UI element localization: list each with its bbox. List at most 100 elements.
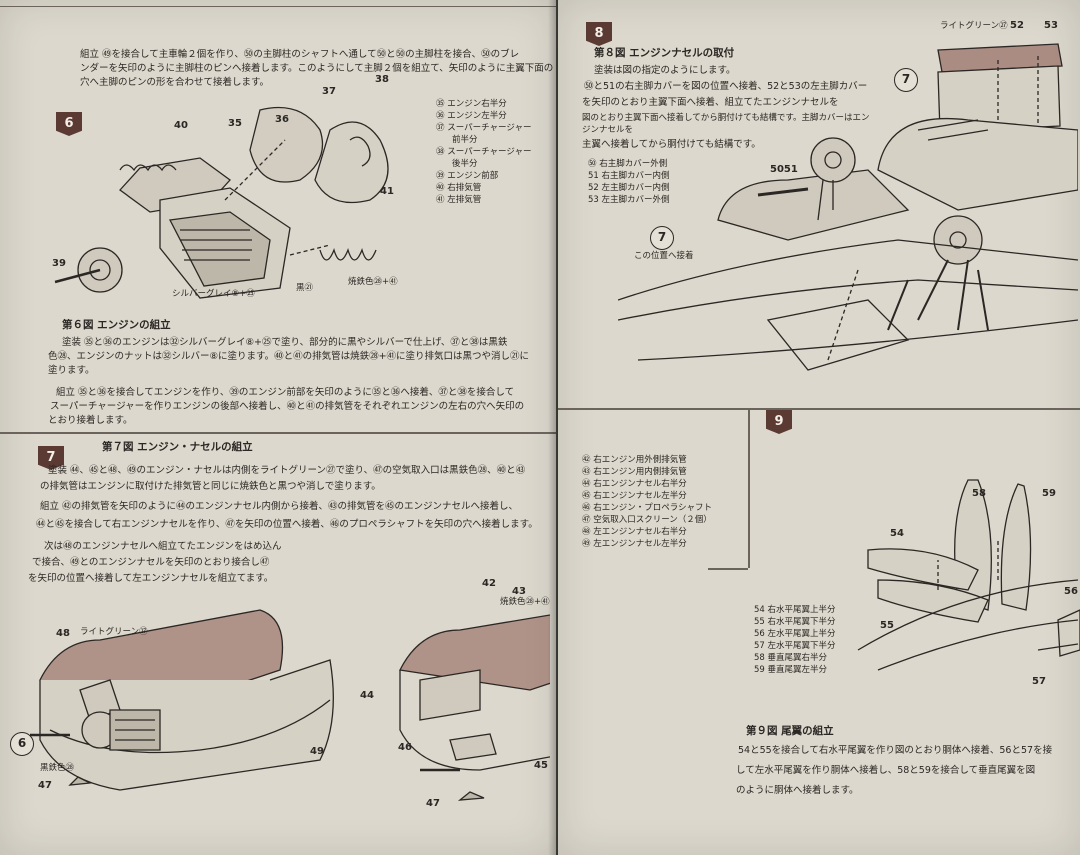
black-label: 黒㉑ xyxy=(296,283,314,293)
parts-list-item: ㊼ 空気取入口スクリーン（２個） xyxy=(582,515,712,525)
part-37-label: 37 xyxy=(322,86,336,97)
step7-badge: 7 xyxy=(38,446,64,470)
callout-6: 6 xyxy=(10,732,34,756)
step6-parts-list: ㉟ エンジン右半分 ㊱ エンジン左半分 ㊲ スーパーチャージャー 前半分 ㊳ ス… xyxy=(436,98,531,206)
step6-badge: 6 xyxy=(56,112,82,136)
step5-text-line2: ンダーを矢印のように主脚柱のピンへ接着します。このようにして主脚２個を組立て、矢… xyxy=(80,63,554,74)
parts-list-item: 前半分 xyxy=(452,135,478,145)
part-46-label: 46 xyxy=(398,742,412,753)
section-divider xyxy=(558,408,1080,410)
iron-color-label: 焼鉄色㉘+㊶ xyxy=(348,277,398,287)
parts-list-item: 55 右水平尾翼下半分 xyxy=(754,617,836,627)
box-divider xyxy=(748,408,750,568)
step6-text-line: 塗装 ㉟と㊱のエンジンは㉜シルバーグレイ⑧+㉕で塗り、部分的に黒やシルバーで仕上… xyxy=(62,337,508,348)
step8-text-line: 主翼へ接着してから胴付けても結構です。 xyxy=(582,139,761,150)
part-53-label: 53 xyxy=(1044,20,1058,31)
step6-text-line: 塗ります。 xyxy=(48,365,95,376)
parts-list-item: ㊵ 右排気管 xyxy=(436,183,482,193)
parts-list-item: ㊸ 右エンジン用内側排気管 xyxy=(582,467,687,477)
step6-text-line: スーパーチャージャーを作りエンジンの後部へ接着し、㊵と㊶の排気管をそれぞれエンジ… xyxy=(50,401,525,412)
part-54-label: 54 xyxy=(890,528,904,539)
step9-text-line: のように胴体へ接着します。 xyxy=(736,785,859,796)
step9-badge: 9 xyxy=(766,410,792,434)
parts-list-item: 後半分 xyxy=(452,159,478,169)
light-green-label: ライトグリーン㉗ xyxy=(80,627,148,637)
part-56-label: 56 xyxy=(1064,586,1078,597)
step7-text-line: 次は㊽のエンジンナセルへ組立てたエンジンをはめ込ん xyxy=(44,541,282,552)
tail-assembly-diagram xyxy=(857,479,1080,671)
parts-list-item: ㊽ 左エンジンナセル右半分 xyxy=(582,527,687,537)
step9-parts-list: 54 右水平尾翼上半分 55 右水平尾翼下半分 56 左水平尾翼上半分 57 左… xyxy=(754,604,836,676)
engine-assembly-diagram xyxy=(54,106,389,299)
part-44-label: 44 xyxy=(360,690,374,701)
parts-list-item: ㉟ エンジン右半分 xyxy=(436,99,507,109)
callout-7: 7 xyxy=(650,226,674,250)
part-58-label: 58 xyxy=(972,488,986,499)
step6-text-line: とおり接着します。 xyxy=(48,415,133,426)
step9-text-line: 54と55を接合して右水平尾翼を作り図のとおり胴体へ接着、56と57を接 xyxy=(738,745,1053,756)
parts-list-item: 52 左主脚カバー内側 xyxy=(588,183,670,193)
step7-title: 第７図 エンジン・ナセルの組立 xyxy=(102,441,253,453)
part-35-label: 35 xyxy=(228,118,242,129)
light-green-label-2: ライトグリーン㉗ xyxy=(940,21,1008,31)
part-47-label: 47 xyxy=(426,798,440,809)
parts-list-item: ㊷ 右エンジン用外側排気管 xyxy=(582,455,687,465)
parts-list-item: 59 垂直尾翼左半分 xyxy=(754,665,828,675)
part-57-label: 57 xyxy=(1032,676,1046,687)
step7-text-line: 組立 ㊷の排気管を矢印のように㊹のエンジンナセル内側から接着、㊸の排気管を㊺のエ… xyxy=(40,501,519,512)
position-note: この位置へ接着 xyxy=(634,251,694,261)
parts-list-item: ㊶ 左排気管 xyxy=(436,195,482,205)
parts-list-item: ㊲ スーパーチャージャー xyxy=(436,123,532,133)
parts-list-item: 53 左主脚カバー外側 xyxy=(588,195,670,205)
part-50-51-label: 5051 xyxy=(770,164,798,175)
section-divider xyxy=(0,432,556,434)
nacelle-attach-diagram xyxy=(618,43,1078,371)
black-iron-label: 黒鉄色㉘ xyxy=(40,763,75,773)
parts-list-item: 51 右主脚カバー内側 xyxy=(588,171,670,181)
step8-text-line: を矢印のとおり主翼下面へ接着、組立てたエンジンナセルを xyxy=(582,97,839,108)
step8-text-line: 塗装は図の指定のようにします。 xyxy=(594,65,736,76)
part-42-label: 42 xyxy=(482,578,496,589)
step8-parts-list: ㊿ 右主脚カバー外側 51 右主脚カバー内側 52 左主脚カバー内側 53 左主… xyxy=(588,158,670,206)
step9-title: 第９図 尾翼の組立 xyxy=(746,725,834,737)
step5-text-line1: 組立 ㊾を接合して主車輪２個を作り、㊿の主脚柱のシャフトへ通して㊿と㊿の主脚柱を… xyxy=(80,49,520,60)
part-36-label: 36 xyxy=(275,114,289,125)
step8-badge: 8 xyxy=(586,22,612,46)
step7-text-line: 塗装 ㊹、㊺と㊽、㊾のエンジン・ナセルは内側をライトグリーン㉗で塗り、㊼の空気取… xyxy=(48,465,526,476)
step7-text-line: で接合、㊾とのエンジンナセルを矢印のとおり接合し㊼ xyxy=(32,557,270,568)
part-52-label: 52 xyxy=(1010,20,1024,31)
step9-text-line: して左水平尾翼を作り胴体へ接着し、58と59を接合して垂直尾翼を図 xyxy=(736,765,1036,776)
parts-list-item: ㊾ 左エンジンナセル左半分 xyxy=(582,539,687,549)
step7-text-line: の排気管はエンジンに取付けた排気管と同じに焼鉄色と黒つや消しで塗ります。 xyxy=(40,481,381,492)
part-59-label: 59 xyxy=(1042,488,1056,499)
parts-list-item: 54 右水平尾翼上半分 xyxy=(754,605,836,615)
part-45-label: 45 xyxy=(534,760,548,771)
part-48-label: 48 xyxy=(56,628,70,639)
part-43-label: 43 xyxy=(512,586,526,597)
step5-text-line3: 穴へ主脚のピンの形を合わせて接着します。 xyxy=(80,77,270,88)
parts-list-item: ㊳ スーパーチャージャー xyxy=(436,147,532,157)
step7-parts-list: ㊷ 右エンジン用外側排気管 ㊸ 右エンジン用内側排気管 ㊹ 右エンジンナセル右半… xyxy=(582,454,712,550)
parts-list-item: 58 垂直尾翼右半分 xyxy=(754,653,828,663)
parts-list-item: ㊴ エンジン前部 xyxy=(436,171,499,181)
part-47-label: 47 xyxy=(38,780,52,791)
step8-text-line: 図のとおり主翼下面へ接着してから胴付けても結構です。主脚カバーはエンジンナセルを xyxy=(582,113,870,135)
part-39-label: 39 xyxy=(52,258,66,269)
parts-list-item: 57 左水平尾翼下半分 xyxy=(754,641,836,651)
step7-text-line: を矢印の位置へ接着して左エンジンナセルを組立てます。 xyxy=(28,573,274,584)
parts-list-item: 56 左水平尾翼上半分 xyxy=(754,629,836,639)
step8-title: 第８図 エンジンナセルの取付 xyxy=(594,47,735,59)
iron-color-label-2: 焼鉄色㉘+㊶ xyxy=(500,597,550,607)
parts-list-item: ㊻ 右エンジン・プロペラシャフト xyxy=(582,503,713,513)
callout-7: 7 xyxy=(894,68,918,92)
part-40-label: 40 xyxy=(174,120,188,131)
parts-list-item: ㊱ エンジン左半分 xyxy=(436,111,507,121)
part-55-label: 55 xyxy=(880,620,894,631)
step6-text-line: 色㉘、エンジンのナットは㉜シルバー⑧に塗ります。㊵と㊶の排気管は焼鉄㉘+㊶に塗り… xyxy=(48,351,530,362)
part-49-label: 49 xyxy=(310,746,324,757)
parts-list-item: ㊿ 右主脚カバー外側 xyxy=(588,159,668,169)
step7-text-line: ㊹と㊺を接合して右エンジンナセルを作り、㊼を矢印の位置へ接着、㊻のプロペラシャフ… xyxy=(36,519,538,530)
silver-gray-label: シルバーグレイ⑧+㉕ xyxy=(172,289,255,299)
step6-text-line: 組立 ㉟と㊱を接合してエンジンを作り、㊴のエンジン前部を矢印のように㉟と㊱へ接着… xyxy=(56,387,515,398)
